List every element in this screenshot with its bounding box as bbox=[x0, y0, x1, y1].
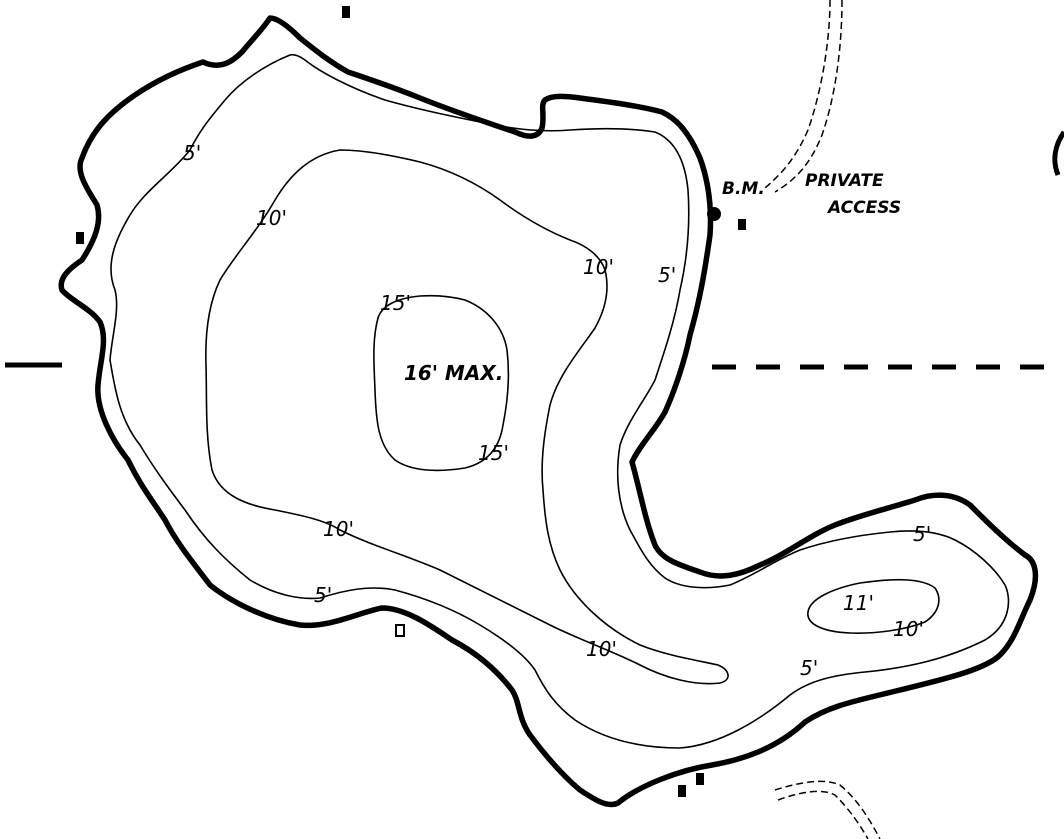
benchmark-label: B.M. bbox=[722, 179, 765, 199]
access-road-lower-bottom-edge bbox=[777, 790, 869, 839]
contour-10ft-main bbox=[205, 149, 729, 685]
private-access-label-line2: ACCESS bbox=[826, 198, 901, 218]
contour-label: 10' bbox=[583, 255, 614, 279]
contour-label: 10' bbox=[256, 206, 287, 230]
contour-label: 10' bbox=[586, 637, 617, 661]
contour-label: 10' bbox=[323, 517, 354, 541]
benchmark-dot bbox=[707, 207, 721, 221]
contour-5ft bbox=[109, 53, 1010, 749]
contour-label: 15' bbox=[478, 441, 509, 465]
building-marker-access bbox=[738, 219, 746, 230]
edge-arc bbox=[1052, 130, 1064, 176]
private-access-label-line1: PRIVATE bbox=[805, 171, 884, 191]
building-marker-se-2 bbox=[696, 773, 704, 785]
contour-15ft bbox=[373, 294, 510, 472]
contour-label: 5' bbox=[658, 263, 676, 287]
contour-label: 11' bbox=[843, 591, 874, 615]
building-marker-se-1 bbox=[678, 785, 686, 797]
max-depth-label: 16' MAX. bbox=[404, 361, 503, 385]
building-marker-south bbox=[395, 624, 405, 637]
contour-label: 5' bbox=[314, 583, 332, 607]
access-road-upper-right-edge bbox=[774, 0, 843, 193]
building-marker-west bbox=[76, 232, 84, 244]
contour-label: 5' bbox=[913, 522, 931, 546]
building-marker-north bbox=[342, 6, 350, 18]
contour-label: 15' bbox=[380, 291, 411, 315]
contour-label: 10' bbox=[893, 617, 924, 641]
access-road-upper-left-edge bbox=[764, 0, 831, 189]
contour-label: 5' bbox=[183, 141, 201, 165]
contour-10ft-east bbox=[807, 578, 940, 634]
contour-label: 5' bbox=[800, 656, 818, 680]
access-road-lower-top-edge bbox=[774, 780, 881, 839]
shoreline bbox=[58, 15, 1039, 808]
